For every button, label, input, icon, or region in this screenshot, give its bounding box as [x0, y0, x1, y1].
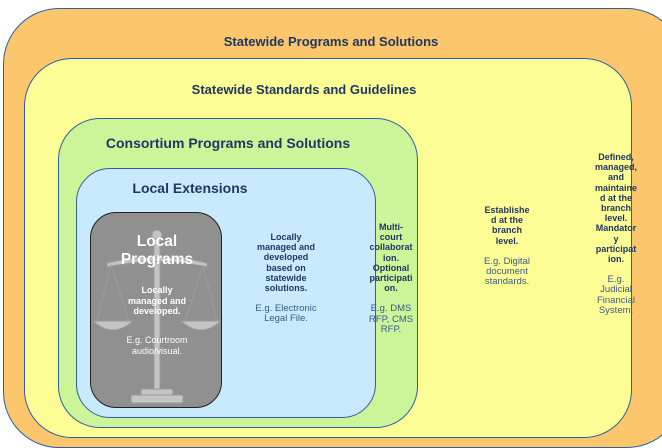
- statewide-standards-title: Statewide Standards and Guidelines: [191, 82, 417, 97]
- local-extensions-title: Local Extensions: [132, 180, 248, 196]
- local-programs-box: Local Programs Locally managed and devel…: [90, 212, 222, 408]
- consortium-example: E.g. DMS RFP, CMS RFP.: [368, 303, 414, 335]
- statewide-programs-title: Statewide Programs and Solutions: [223, 34, 439, 49]
- consortium-programs-title: Consortium Programs and Solutions: [105, 135, 351, 151]
- local-programs-description: Locally managed and developed.: [127, 285, 186, 316]
- local-programs-title: Local Programs: [120, 233, 194, 268]
- statewide-programs-example: E.g. Judicial Financial System.: [596, 274, 636, 316]
- statewide-standards-example: E.g. Digital document standards.: [484, 255, 530, 288]
- local-extensions-description: Locally managed and developed based on s…: [230, 232, 342, 325]
- local-programs-example: E.g. Courtroom audio/visual.: [126, 335, 188, 356]
- statewide-programs-description: Defined, managed, and maintaine d at the…: [590, 152, 642, 316]
- scales-of-justice-icon: [91, 229, 221, 404]
- consortium-description: Multi- court collaborat ion. Optional pa…: [365, 222, 417, 335]
- statewide-standards-description: Establishe d at the branch level. E.g. D…: [472, 205, 542, 287]
- local-extensions-example: E.g. Electronic Legal File.: [255, 303, 317, 325]
